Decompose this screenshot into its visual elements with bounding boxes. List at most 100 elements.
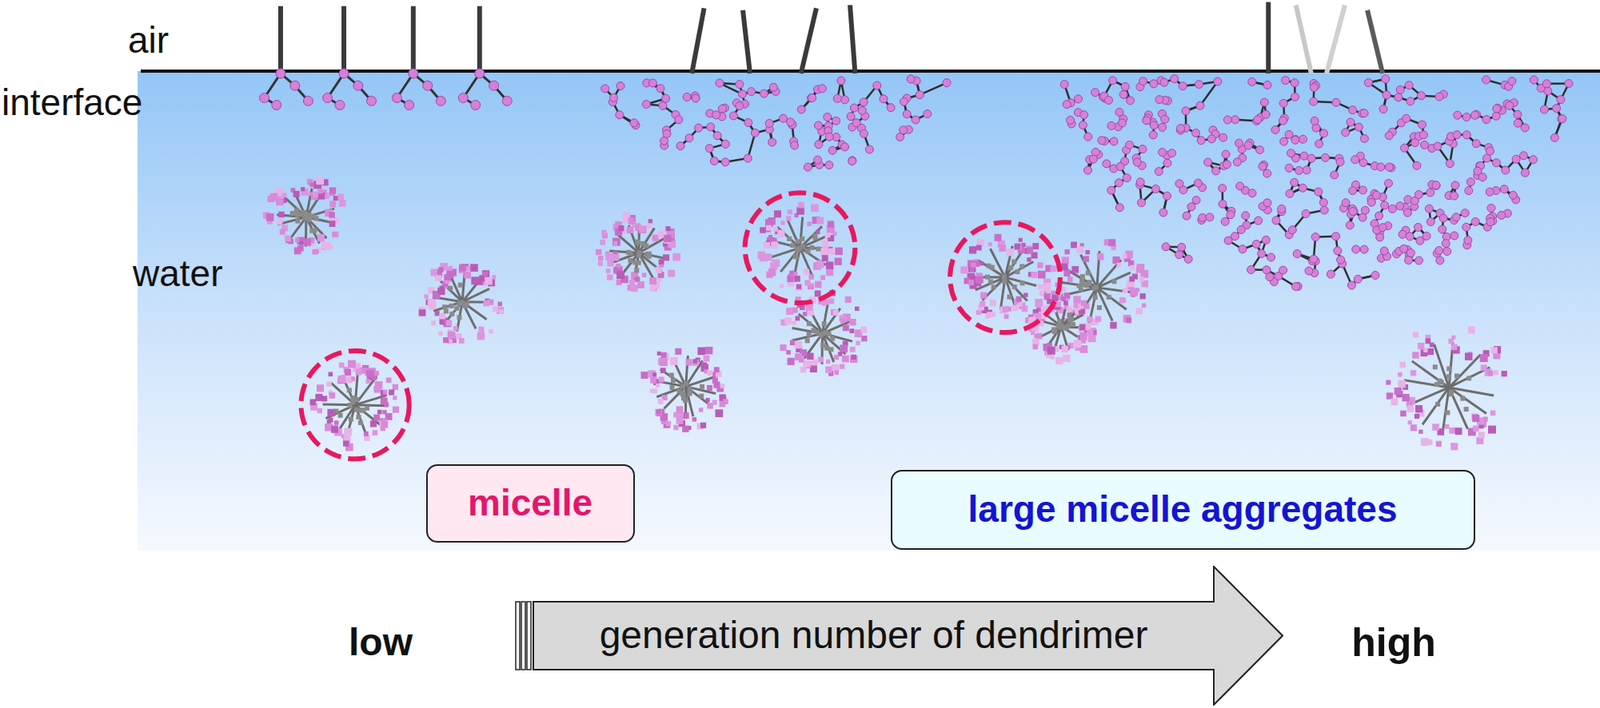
- micelle-shell: [794, 275, 801, 282]
- micelle-shell: [629, 279, 635, 286]
- end-group-dot: [1248, 77, 1257, 86]
- end-group-dot: [1512, 155, 1521, 164]
- end-group-dot: [865, 145, 874, 154]
- end-group-dot: [1279, 266, 1288, 275]
- end-group-dot: [1404, 256, 1413, 265]
- end-group-dot: [1207, 135, 1216, 144]
- micelle-core: [338, 413, 344, 419]
- end-group-dot: [1433, 142, 1442, 151]
- micelle-shell: [310, 399, 317, 406]
- end-group-dot: [710, 156, 719, 165]
- micelle-shell: [438, 267, 444, 273]
- micelle-shell: [806, 221, 811, 226]
- micelle-shell: [334, 420, 340, 426]
- micelle-shell: [774, 227, 779, 232]
- end-group-dot: [915, 91, 924, 100]
- end-group-dot: [1346, 118, 1355, 127]
- end-group-dot: [1492, 111, 1501, 120]
- end-group-dot: [1405, 232, 1414, 241]
- end-group-dot: [1116, 163, 1125, 172]
- end-group-dot: [1406, 97, 1415, 106]
- end-group-dot: [825, 132, 834, 141]
- end-group-dot: [1299, 135, 1308, 144]
- micelle-shell: [484, 277, 493, 286]
- micelle-shell: [443, 274, 451, 281]
- end-group-dot: [674, 115, 683, 124]
- micelle-shell: [315, 176, 324, 185]
- end-group-dot: [713, 131, 722, 140]
- end-group-dot: [1497, 211, 1506, 220]
- end-group-dot: [779, 114, 788, 123]
- end-group-dot: [422, 80, 433, 91]
- micelle-shell: [321, 395, 328, 402]
- end-group-dot: [1252, 240, 1261, 249]
- end-group-dot: [1320, 129, 1329, 138]
- end-group-dot: [1311, 233, 1320, 242]
- alkyl-tail: [1265, 2, 1271, 74]
- end-group-dot: [1117, 119, 1126, 128]
- end-group-dot: [879, 95, 888, 104]
- micelle-core: [818, 332, 824, 338]
- end-group-dot: [642, 100, 651, 109]
- micelle-shell: [418, 309, 427, 317]
- end-group-dot: [712, 111, 721, 120]
- micelle-shell: [328, 372, 334, 378]
- end-group-dot: [656, 84, 665, 93]
- end-group-dot: [759, 89, 768, 98]
- micelle-core: [800, 247, 813, 276]
- end-group-dot: [706, 123, 715, 132]
- end-group-dot: [470, 99, 481, 110]
- end-group-dot: [1332, 232, 1341, 241]
- end-group-dot: [738, 90, 747, 99]
- micelle-shell: [293, 191, 300, 198]
- end-group-dot: [1187, 203, 1196, 212]
- micelle-core: [805, 249, 811, 255]
- end-group-dot: [747, 87, 756, 96]
- end-group-dot: [1290, 79, 1299, 88]
- micelle-shell: [657, 351, 662, 356]
- micelle-shell: [692, 417, 698, 423]
- end-group-dot: [1351, 155, 1360, 164]
- end-group-dot: [1403, 208, 1412, 217]
- micelle-shell: [434, 275, 442, 282]
- micelle-shell: [463, 271, 471, 280]
- end-group-dot: [1319, 198, 1328, 207]
- micelle-shell: [849, 328, 854, 334]
- end-group-dot: [718, 104, 727, 113]
- end-group-dot: [474, 68, 485, 79]
- micelle-core: [806, 321, 812, 327]
- end-group-dot: [1155, 95, 1164, 104]
- micelle-core: [794, 247, 801, 279]
- micelle-shell: [672, 253, 681, 262]
- micelle-core: [347, 387, 352, 393]
- micelle-shell: [282, 192, 288, 198]
- end-group-dot: [1345, 221, 1354, 230]
- end-group-dot: [1205, 213, 1214, 222]
- end-group-dot: [1279, 116, 1288, 125]
- end-group-dot: [615, 111, 624, 120]
- end-group-dot: [458, 93, 468, 104]
- end-group-dot: [1513, 110, 1522, 119]
- end-group-dot: [1347, 281, 1356, 290]
- micelle-shell: [630, 284, 639, 292]
- end-group-dot: [1196, 101, 1205, 110]
- micelle-shell: [860, 327, 867, 334]
- end-group-dot: [1505, 101, 1514, 110]
- end-group-dot: [1115, 203, 1124, 212]
- end-group-dot: [1221, 150, 1230, 159]
- micelle-shell: [648, 219, 653, 224]
- end-group-dot: [1348, 106, 1357, 115]
- end-group-dot: [1378, 223, 1387, 232]
- micelle-shell: [673, 425, 679, 431]
- end-group-dot: [769, 83, 778, 92]
- end-group-dot: [1424, 204, 1433, 213]
- micelle-core: [306, 208, 335, 218]
- micelle-shell: [825, 232, 831, 238]
- end-group-dot: [1414, 191, 1423, 200]
- micelle-core: [443, 308, 449, 314]
- micelle-shell: [430, 269, 438, 277]
- micelle-core: [793, 254, 799, 260]
- end-group-dot: [1258, 162, 1267, 171]
- micelle-shell: [842, 324, 850, 332]
- micelle-shell: [428, 301, 435, 308]
